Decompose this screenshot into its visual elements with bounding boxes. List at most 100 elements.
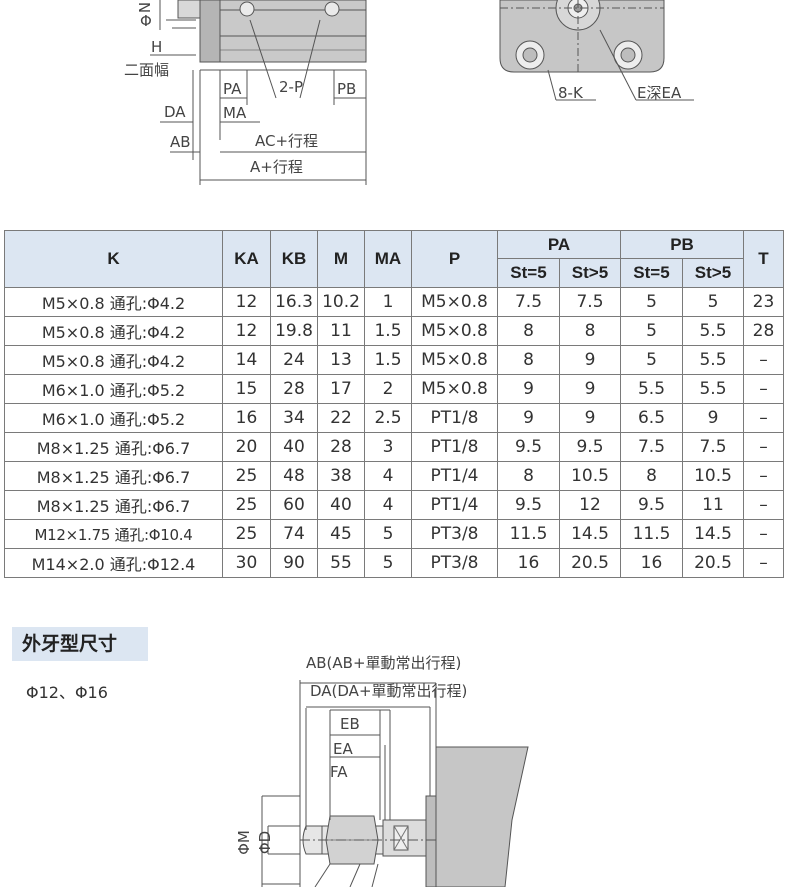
cell-pb-st-gt5: 5.5: [682, 316, 744, 346]
cell-k: M5×0.8 通孔:Φ4.2: [4, 316, 223, 346]
header-pa-st5: St=5: [497, 258, 560, 288]
cell-p: PT3/8: [411, 548, 498, 578]
label-e-depth: E深EA: [637, 84, 682, 102]
cell-ka: 30: [222, 548, 271, 578]
cylinder-side-view: [150, 0, 367, 185]
cell-kb: 90: [270, 548, 318, 578]
cell-ka: 14: [222, 345, 271, 375]
cylinder-body: [425, 746, 529, 887]
label-ab: AB: [170, 133, 191, 151]
cell-m: 38: [317, 461, 365, 491]
section-title: 外牙型尺寸: [12, 627, 148, 661]
cell-pb-st-gt5: 11: [682, 490, 744, 520]
cell-pb-st5: 8: [620, 461, 683, 491]
cell-t: –: [743, 374, 784, 404]
cell-pa-st-gt5: 7.5: [559, 287, 621, 317]
cell-m: 40: [317, 490, 365, 520]
cell-pb-st-gt5: 10.5: [682, 461, 744, 491]
cell-pb-st5: 5: [620, 316, 683, 346]
cell-ma: 1: [364, 287, 412, 317]
cell-p: PT1/4: [411, 490, 498, 520]
label-ea: EA: [333, 740, 353, 758]
header-pb-st5: St=5: [620, 258, 683, 288]
cell-pa-st-gt5: 10.5: [559, 461, 621, 491]
cell-ma: 2.5: [364, 403, 412, 433]
cell-pa-st-gt5: 9.5: [559, 432, 621, 462]
cell-ma: 2: [364, 374, 412, 404]
cell-pb-st-gt5: 9: [682, 403, 744, 433]
cell-pa-st5: 9: [497, 374, 560, 404]
cell-p: M5×0.8: [411, 287, 498, 317]
label-8k: 8-K: [558, 84, 583, 102]
cell-k: M12×1.75 通孔:Φ10.4: [4, 519, 223, 549]
spec-table: K KA KB M MA P PA PB T St=5 St>5 St=5 St…: [4, 230, 784, 578]
cell-ka: 12: [222, 287, 271, 317]
cell-ka: 20: [222, 432, 271, 462]
cell-ma: 4: [364, 490, 412, 520]
cell-pb-st5: 11.5: [620, 519, 683, 549]
header-p: P: [411, 230, 498, 288]
cell-ma: 1.5: [364, 345, 412, 375]
cell-k: M5×0.8 通孔:Φ4.2: [4, 287, 223, 317]
cell-pb-st-gt5: 7.5: [682, 432, 744, 462]
cell-pb-st5: 5.5: [620, 374, 683, 404]
cell-p: PT1/8: [411, 432, 498, 462]
label-phi-d: ΦD: [256, 830, 275, 855]
cell-pb-st-gt5: 14.5: [682, 519, 744, 549]
cell-k: M8×1.25 通孔:Φ6.7: [4, 490, 223, 520]
cell-pa-st5: 8: [497, 316, 560, 346]
header-m: M: [317, 230, 365, 288]
cell-kb: 19.8: [270, 316, 318, 346]
cell-pa-st5: 9.5: [497, 432, 560, 462]
cell-pa-st-gt5: 12: [559, 490, 621, 520]
cell-pa-st-gt5: 20.5: [559, 548, 621, 578]
cell-ka: 25: [222, 519, 271, 549]
cell-m: 17: [317, 374, 365, 404]
cell-ka: 25: [222, 461, 271, 491]
cell-kb: 74: [270, 519, 318, 549]
label-h: H: [151, 38, 163, 56]
cell-p: PT1/8: [411, 403, 498, 433]
cell-t: –: [743, 403, 784, 433]
cell-m: 11: [317, 316, 365, 346]
cell-ma: 3: [364, 432, 412, 462]
label-ab-single-acting: AB(AB+單動常出行程): [306, 654, 462, 672]
table-subheader-row: St=5 St>5 St=5 St>5: [5, 258, 784, 288]
cell-pa-st5: 7.5: [497, 287, 560, 317]
header-ma: MA: [364, 230, 412, 288]
label-ac-stroke: AC+行程: [255, 132, 319, 150]
piston-rod: [300, 815, 436, 865]
cell-p: M5×0.8: [411, 374, 498, 404]
cell-t: –: [743, 548, 784, 578]
cell-k: M14×2.0 通孔:Φ12.4: [4, 548, 223, 578]
cell-pb-st-gt5: 5.5: [682, 374, 744, 404]
cell-t: –: [743, 461, 784, 491]
cell-kb: 40: [270, 432, 318, 462]
cell-p: M5×0.8: [411, 316, 498, 346]
label-phi-m: ΦM: [234, 830, 253, 855]
cell-t: –: [743, 345, 784, 375]
header-pb-st-gt5: St>5: [682, 258, 744, 288]
cell-pa-st-gt5: 8: [559, 316, 621, 346]
label-da-single-acting: DA(DA+單動常出行程): [310, 682, 468, 700]
header-ka: KA: [222, 230, 271, 288]
cell-ka: 25: [222, 490, 271, 520]
label-ma: MA: [223, 104, 247, 122]
cell-kb: 34: [270, 403, 318, 433]
header-pa: PA: [497, 230, 621, 259]
cell-k: M5×0.8 通孔:Φ4.2: [4, 345, 223, 375]
cell-pa-st5: 11.5: [497, 519, 560, 549]
cell-k: M6×1.0 通孔:Φ5.2: [4, 403, 223, 433]
cell-t: –: [743, 432, 784, 462]
cell-kb: 24: [270, 345, 318, 375]
header-pb: PB: [620, 230, 744, 259]
label-a-stroke: A+行程: [250, 158, 303, 176]
